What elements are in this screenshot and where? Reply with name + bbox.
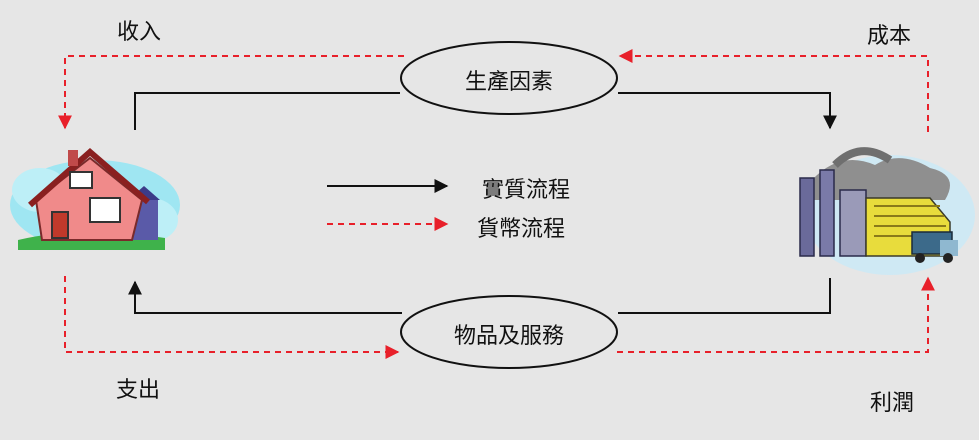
money-flow-cost bbox=[618, 49, 929, 132]
legend-real-label: 實質流程 bbox=[482, 178, 571, 203]
money-flow-profit bbox=[617, 276, 935, 353]
goods-label: 物品及服務 bbox=[454, 324, 565, 349]
factors-ellipse bbox=[400, 41, 618, 115]
goods-ellipse bbox=[400, 295, 618, 369]
expenditure-label: 支出 bbox=[116, 378, 161, 403]
real-flow-bottom-right bbox=[618, 278, 831, 314]
income-label: 收入 bbox=[117, 20, 162, 45]
real-flow-bottom-left bbox=[128, 280, 402, 314]
profit-label: 利潤 bbox=[870, 391, 915, 416]
money-flow-income bbox=[58, 55, 404, 130]
real-flow-top-right bbox=[618, 92, 837, 130]
money-flow-expenditure bbox=[64, 276, 400, 359]
house-icon bbox=[10, 148, 180, 250]
factory-icon bbox=[799, 147, 975, 275]
legend-money-label: 貨幣流程 bbox=[477, 217, 566, 242]
real-flow-top bbox=[134, 92, 400, 130]
cost-label: 成本 bbox=[867, 24, 912, 49]
factors-label: 生產因素 bbox=[465, 70, 554, 95]
